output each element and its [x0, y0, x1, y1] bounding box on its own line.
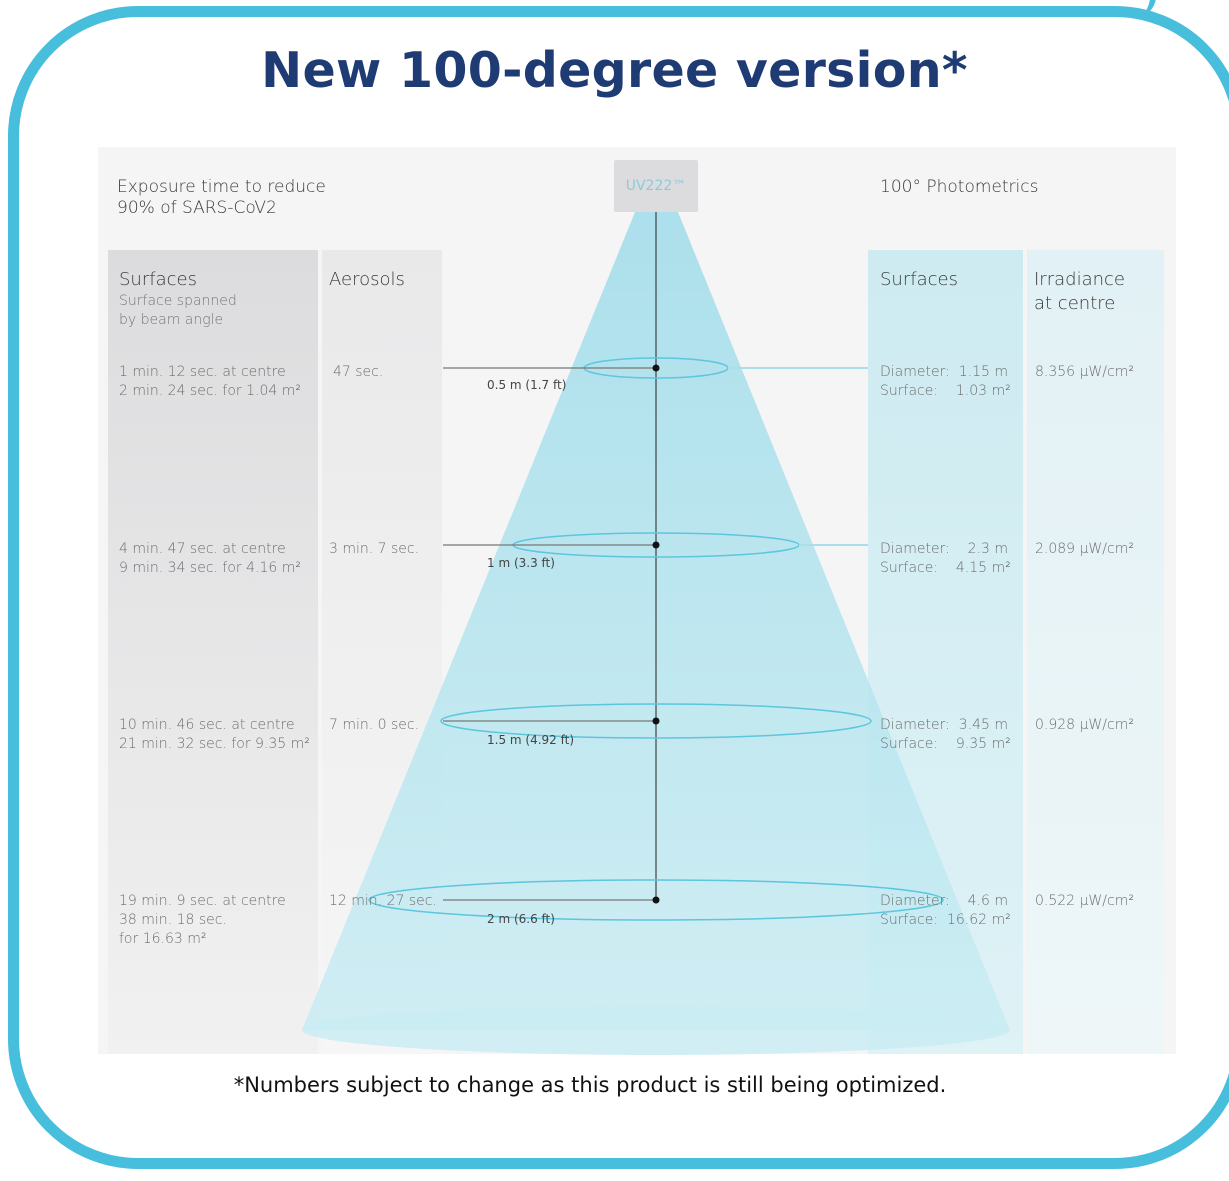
uv222-lamp: UV222™	[614, 160, 698, 212]
spot-ellipse	[440, 703, 872, 739]
page-title: New 100-degree version*	[261, 42, 968, 99]
irradiance-row-4: 0.522 µW/cm²	[1035, 893, 1134, 909]
surfaces-time-column	[108, 250, 318, 1054]
cone-base	[302, 1005, 1010, 1055]
surface-area-row-4: Surface: 16.62 m²	[880, 912, 1011, 928]
surface-time-row-2: 4 min. 47 sec. at centre 9 min. 34 sec. …	[119, 541, 301, 576]
surface-time-row-4: 19 min. 9 sec. at centre 38 min. 18 sec.…	[119, 893, 286, 947]
diameter-row-3: Diameter: 3.45 m	[880, 717, 1008, 733]
surface-time-row-3: 10 min. 46 sec. at centre 21 min. 32 sec…	[119, 717, 310, 752]
aerosols-title: Aerosols	[329, 269, 405, 290]
distance-label-row-2: 1 m (3.3 ft)	[487, 556, 555, 570]
irradiance-column	[1027, 250, 1164, 1054]
aerosol-time-row-4: 12 min. 27 sec.	[329, 893, 437, 909]
distance-label-row-3: 1.5 m (4.92 ft)	[487, 733, 575, 747]
footnote: *Numbers subject to change as this produ…	[233, 1073, 947, 1097]
aerosol-time-row-1: 47 sec.	[333, 364, 384, 380]
surfaces-right-title: Surfaces	[880, 269, 958, 290]
level-1.5m	[440, 703, 872, 739]
irradiance-row-1: 8.356 µW/cm²	[1035, 364, 1134, 380]
aerosol-time-row-3: 7 min. 0 sec.	[329, 717, 420, 733]
surface-time-row-1: 1 min. 12 sec. at centre 2 min. 24 sec. …	[119, 364, 301, 399]
distance-label-row-4: 2 m (6.6 ft)	[487, 912, 555, 926]
irradiance-title: Irradiance at centre	[1034, 269, 1125, 314]
surfaces-left-title: Surfaces	[119, 269, 197, 290]
diameter-row-4: Diameter: 4.6 m	[880, 893, 1008, 909]
surface-area-row-1: Surface: 1.03 m²	[880, 383, 1011, 399]
surface-area-row-2: Surface: 4.15 m²	[880, 560, 1011, 576]
level-1m	[443, 532, 868, 558]
photometrics-header: 100° Photometrics	[880, 177, 1039, 197]
surfaces-left-subtitle: Surface spanned by beam angle	[119, 293, 237, 328]
axis-point	[652, 364, 660, 372]
axis-point	[652, 717, 660, 725]
axis-point	[652, 896, 660, 904]
surface-area-row-3: Surface: 9.35 m²	[880, 736, 1011, 752]
exposure-time-header: Exposure time to reduce 90% of SARS-CoV2	[117, 177, 326, 218]
irradiance-row-2: 2.089 µW/cm²	[1035, 541, 1134, 557]
diameter-row-1: Diameter: 1.15 m	[880, 364, 1008, 380]
diameter-row-2: Diameter: 2.3 m	[880, 541, 1008, 557]
level-2m	[368, 879, 944, 921]
axis-point	[652, 541, 660, 549]
level-0.5m	[443, 357, 868, 379]
irradiance-row-3: 0.928 µW/cm²	[1035, 717, 1134, 733]
distance-label-row-1: 0.5 m (1.7 ft)	[487, 378, 567, 392]
spot-ellipse	[368, 879, 944, 921]
aerosol-time-row-2: 3 min. 7 sec.	[329, 541, 420, 557]
